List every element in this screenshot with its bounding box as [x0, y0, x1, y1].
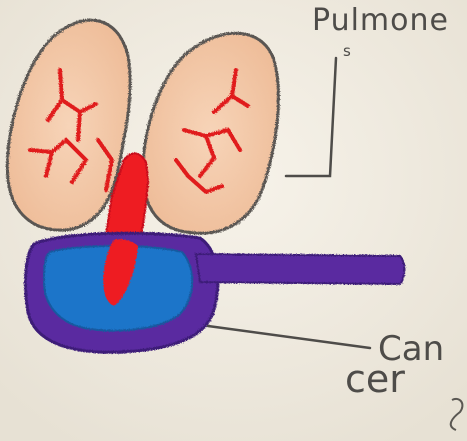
cancer-label-line-2: cer — [345, 360, 405, 398]
lungs-label: Pulmone — [312, 6, 449, 36]
lungs-label-suffix: s — [343, 44, 351, 59]
